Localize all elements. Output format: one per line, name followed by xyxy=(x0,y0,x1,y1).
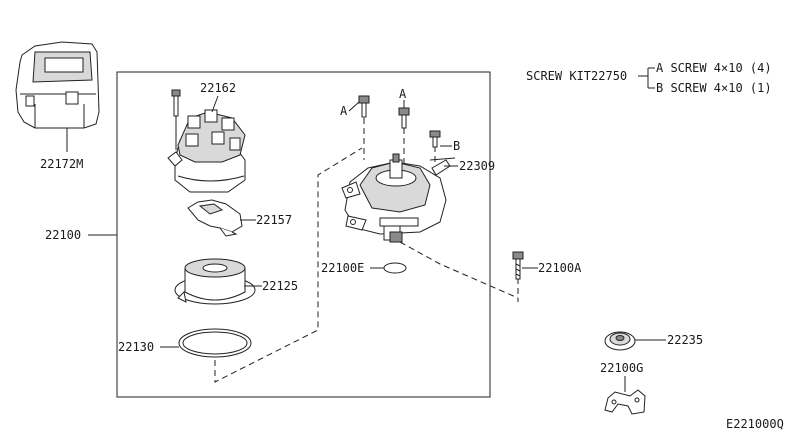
part-label-22125: 22125 xyxy=(262,279,298,293)
callout-a-right: A xyxy=(399,87,407,101)
o-ring-22100E xyxy=(383,262,407,274)
screw-kit-title: SCREW KIT22750 xyxy=(526,69,627,83)
part-label-22309: 22309 xyxy=(459,159,495,173)
grommet-22235 xyxy=(604,331,636,351)
o-ring-22130 xyxy=(178,328,252,358)
rotor-22157 xyxy=(187,199,243,237)
screw-a-left xyxy=(358,95,370,118)
callout-b: B xyxy=(453,139,460,153)
callout-a-left-leader xyxy=(348,101,360,112)
part-label-22172M: 22172M xyxy=(40,157,83,171)
leader-22162 xyxy=(211,95,219,113)
part-label-22100G: 22100G xyxy=(600,361,643,375)
assembly-dashed-line-22100A xyxy=(399,241,519,299)
screw-a-right xyxy=(398,107,410,129)
diagram-code: E221000Q xyxy=(726,417,784,431)
part-label-22235: 22235 xyxy=(667,333,703,347)
part-label-22100E: 22100E xyxy=(321,261,364,275)
part-label-22100A: 22100A xyxy=(538,261,582,275)
screw-kit-line-b: B SCREW 4×10 (1) xyxy=(656,81,772,95)
distributor-body xyxy=(341,153,456,243)
callout-a-left: A xyxy=(340,104,348,118)
part-label-22100: 22100 xyxy=(45,228,81,242)
screw-kit-bracket xyxy=(638,67,655,89)
part-label-22157: 22157 xyxy=(256,213,292,227)
part-label-22130: 22130 xyxy=(118,340,154,354)
distributor-cover-22172M xyxy=(15,41,100,129)
distributor-cap-22162 xyxy=(167,89,246,193)
assembly-frame xyxy=(116,71,491,398)
screw-b xyxy=(429,130,441,148)
screw-kit-line-a: A SCREW 4×10 (4) xyxy=(656,61,772,75)
bolt-22100A xyxy=(512,251,524,280)
sealed-cover-22125 xyxy=(174,258,256,305)
bracket-22100G xyxy=(604,389,646,415)
assembly-dashed-line-main xyxy=(214,147,363,383)
part-label-22162: 22162 xyxy=(200,81,236,95)
